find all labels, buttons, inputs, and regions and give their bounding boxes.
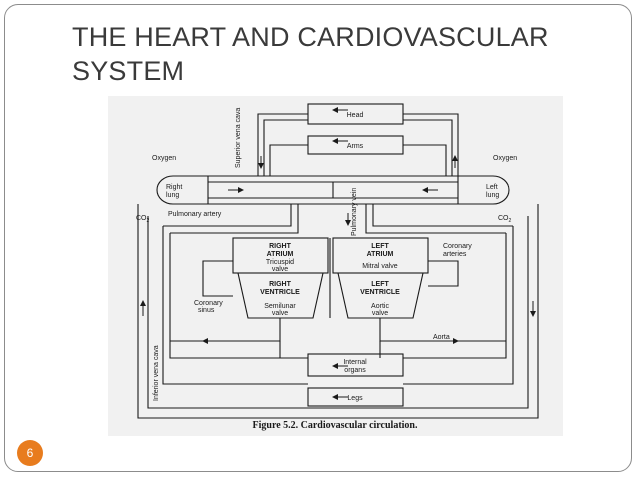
diagram-canvas: Head Arms Internal organs Legs Right lun… (136, 103, 539, 431)
coronary-sinus-label-2: sinus (198, 307, 215, 314)
left-atrium-label-2: ATRIUM (367, 251, 394, 258)
coronary-arteries-label-1: Coronary (443, 243, 472, 250)
coronary-sinus-label-1: Coronary (194, 300, 223, 307)
semilunar-valve-label-1: Semilunar (264, 303, 296, 310)
inferior-vena-cava-label: Inferior vena cava (153, 345, 160, 401)
right-ventricle-shape (237, 272, 324, 319)
right-ventricle-label-1: RIGHT (269, 281, 292, 288)
superior-vena-cava-label: Superior vena cava (235, 108, 242, 168)
page-number-badge: 6 (17, 440, 43, 466)
left-ventricle-label-1: LEFT (371, 281, 389, 288)
internal-organs-box (307, 353, 404, 377)
left-lung-label-2: lung (486, 192, 499, 199)
right-lung-label-2: lung (166, 192, 179, 199)
aorta-label: Aorta (433, 334, 450, 341)
co2-left-label: CO2 (136, 215, 150, 224)
aortic-valve-label-1: Aortic (371, 303, 389, 310)
semilunar-valve-label-2: valve (272, 310, 288, 317)
slide-title: THE HEART AND CARDIOVASCULAR SYSTEM (72, 22, 549, 86)
coronary-arteries-label-2: arteries (443, 251, 467, 258)
pulmonary-artery-label: Pulmonary artery (168, 211, 222, 218)
slide-frame (4, 4, 632, 472)
head-label: Head (347, 112, 364, 119)
arms-label: Arms (347, 143, 364, 150)
tricuspid-valve-label-1: Tricuspid (266, 259, 294, 266)
internal-organs-label-2: organs (344, 367, 366, 374)
pulmonary-vein-label: Pulmonary vein (351, 188, 358, 236)
right-lung-shape (156, 175, 209, 205)
left-atrium-label-1: LEFT (371, 243, 389, 250)
internal-organs-label-1: Internal (343, 359, 367, 366)
oxygen-left-label: Oxygen (152, 155, 176, 162)
right-atrium-label-2: ATRIUM (267, 251, 294, 258)
tricuspid-valve-label-2: valve (272, 266, 288, 273)
right-lung-label-1: Right (166, 184, 182, 191)
left-ventricle-label-2: VENTRICLE (360, 289, 400, 296)
figure-caption: Figure 5.2. Cardiovascular circulation. (253, 420, 418, 431)
legs-label: Legs (347, 395, 363, 402)
mitral-valve-label: Mitral valve (362, 263, 398, 270)
right-ventricle-label-2: VENTRICLE (260, 289, 300, 296)
left-lung-shape (457, 175, 510, 205)
aortic-valve-label-2: valve (372, 310, 388, 317)
legs-box (307, 387, 404, 407)
cardiovascular-diagram: Head Arms Internal organs Legs Right lun… (108, 96, 563, 436)
left-lung-label-1: Left (486, 184, 498, 191)
left-ventricle-shape (337, 272, 424, 319)
oxygen-right-label: Oxygen (493, 155, 517, 162)
co2-right-label: CO2 (498, 215, 512, 224)
right-atrium-label-1: RIGHT (269, 243, 292, 250)
